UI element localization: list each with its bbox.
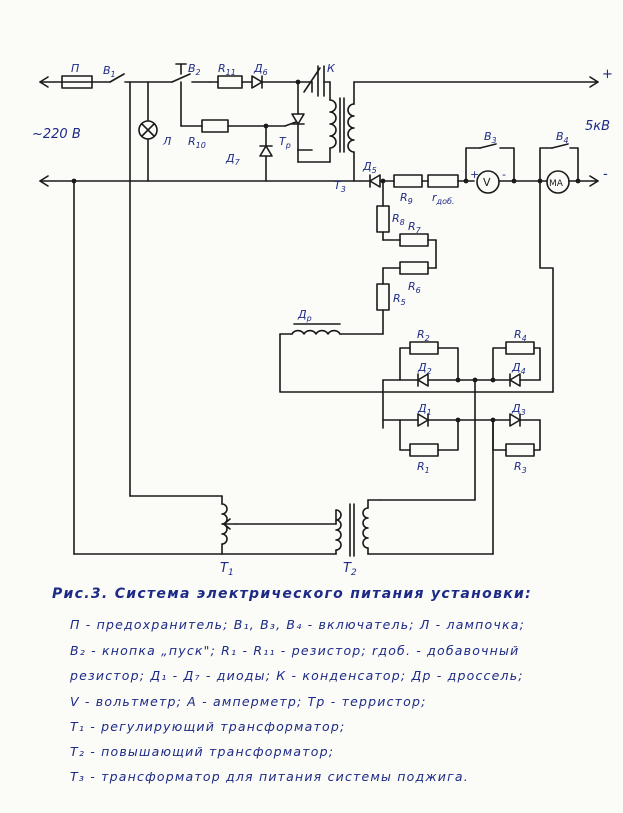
label-volt-plus: +	[470, 168, 479, 181]
label-r5: R5	[393, 292, 406, 307]
label-r7: R7	[408, 220, 422, 235]
label-b3: B3	[484, 130, 497, 145]
resistor-r11	[217, 75, 243, 89]
label-b4: B4	[556, 130, 569, 145]
resistor-r1	[409, 443, 439, 457]
label-volt-minus: -	[502, 168, 506, 181]
label-d6: Д6	[253, 62, 268, 77]
lamp-l	[138, 81, 158, 182]
resistor-r-add	[427, 174, 459, 188]
resistor-r4	[505, 341, 535, 355]
label-thyristor: Тр	[279, 135, 291, 150]
diode-d5	[369, 174, 381, 188]
label-t1: Т1	[220, 561, 234, 578]
label-r9: R9	[400, 191, 413, 206]
mains-input	[39, 73, 361, 187]
label-d2: Д2	[417, 361, 432, 376]
label-r11: R11	[218, 62, 236, 77]
ammeter-ma	[546, 170, 570, 194]
label-capacitor: К	[327, 62, 336, 75]
resistor-r2	[409, 341, 439, 355]
label-fuse: П	[71, 62, 79, 75]
switch-b1	[109, 73, 125, 83]
r10-d7-thyristor	[180, 81, 313, 182]
bridge-rectifier	[367, 341, 554, 555]
label-d3: Д3	[511, 402, 526, 417]
switch-b3	[479, 143, 497, 149]
label-d7: Д7	[225, 152, 241, 167]
label-b1: B1	[103, 64, 116, 79]
resistor-r7	[399, 233, 429, 247]
resistor-r9	[393, 174, 423, 188]
hv-output-line	[359, 76, 599, 393]
resistor-chain	[339, 180, 437, 335]
voltmeter-v	[476, 170, 500, 194]
transformer-t1	[71, 81, 337, 555]
diode-d7	[259, 145, 273, 157]
label-hv: 5кB	[585, 119, 610, 134]
diode-d4	[509, 373, 521, 387]
resistor-r10	[201, 119, 229, 133]
transformer-t2	[221, 499, 381, 557]
choke-dr	[279, 323, 384, 393]
diode-d1	[417, 413, 429, 427]
label-ammeter: MA	[549, 179, 564, 189]
diode-d3	[509, 413, 521, 427]
label-hv-minus: -	[603, 167, 608, 182]
label-r3: R3	[514, 460, 527, 475]
resistor-r3	[505, 443, 535, 457]
label-r6: R6	[408, 280, 421, 295]
label-r10: R10	[188, 135, 206, 150]
label-voltmeter: V	[483, 176, 491, 189]
label-r2: R2	[417, 328, 430, 343]
label-d1: Д1	[417, 402, 432, 417]
capacitor-k	[303, 65, 331, 101]
resistor-r6	[399, 261, 429, 275]
label-t2: Т2	[343, 561, 357, 578]
label-r4: R4	[514, 328, 527, 343]
label-d5: Д5	[362, 160, 377, 175]
label-b2: B2	[188, 62, 201, 77]
label-lamp: Л	[162, 135, 171, 148]
label-choke: Др	[297, 308, 312, 323]
transformer-t3	[297, 81, 599, 182]
thyristor-tp	[291, 113, 305, 125]
r11-d6-chain	[209, 75, 313, 89]
component-labels: П B1 B2 R11 Д6 R10 Д7 Л Тр К Т3 Д5 R9 rд…	[32, 62, 613, 578]
label-r-add: rдоб.	[432, 191, 454, 206]
switch-b4	[551, 143, 569, 149]
resistor-r8	[376, 205, 390, 233]
diode-d6	[251, 75, 263, 89]
label-hv-plus: +	[602, 67, 613, 82]
label-t3: Т3	[334, 179, 346, 194]
start-button-b2	[171, 63, 211, 83]
resistor-r5	[376, 283, 390, 311]
label-d4: Д4	[511, 361, 526, 376]
label-mains: ~220 B	[32, 127, 81, 142]
label-r1: R1	[417, 460, 430, 475]
label-r8: R8	[392, 212, 405, 227]
